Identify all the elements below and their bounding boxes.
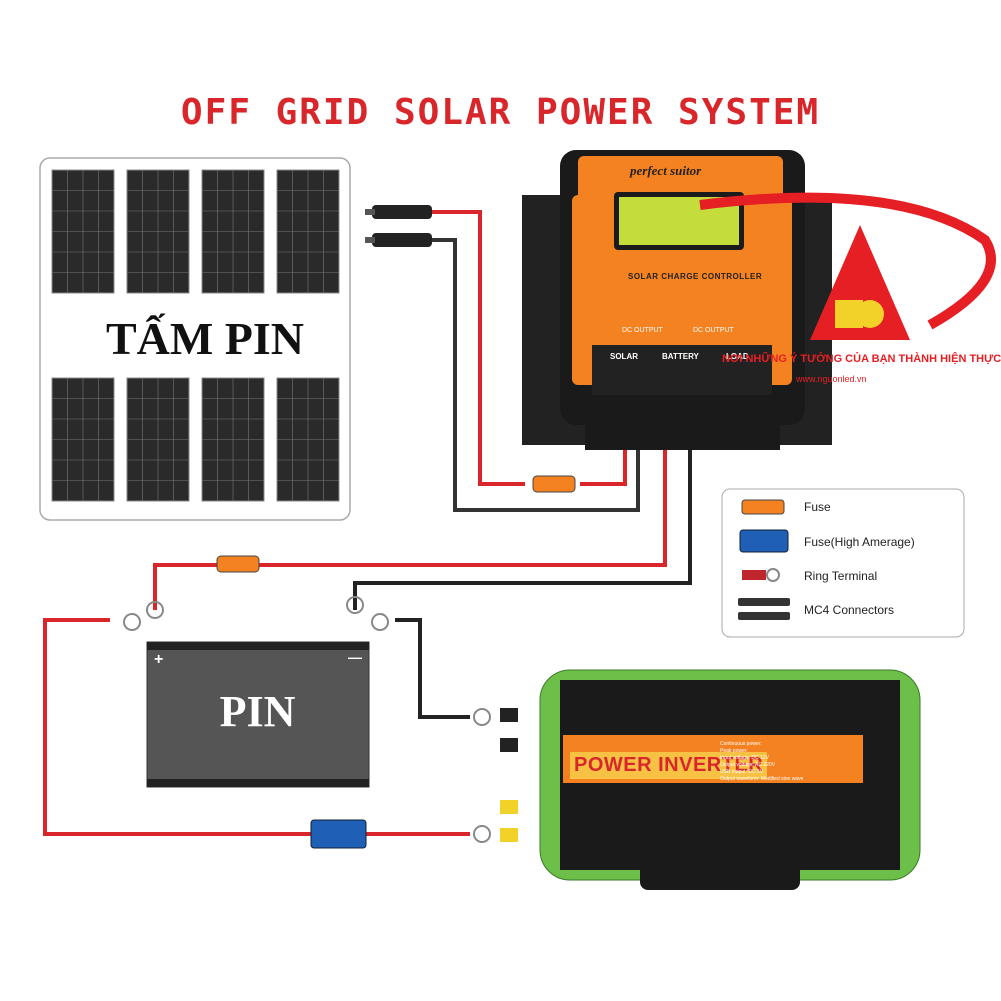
page-title: OFF GRID SOLAR POWER SYSTEM xyxy=(180,92,821,133)
solar-positive-wire xyxy=(430,210,525,486)
inverter-spec-line: Input voltage: DC 12V xyxy=(720,755,769,761)
inverter-label: POWER INVERTER xyxy=(570,752,768,779)
high-amperage-fuse-icon xyxy=(310,819,367,849)
legend-high-fuse: Fuse(High Amerage) xyxy=(804,535,915,549)
inverter-spec-line: Peak power: xyxy=(720,748,748,754)
inverter-specs: Continuous power: Peak power: Input volt… xyxy=(720,741,865,783)
solar-panel-frame xyxy=(39,157,351,521)
battery-label: PIN xyxy=(219,687,296,736)
controller-dc-output-2: DC OUTPUT xyxy=(693,327,734,334)
legend-ring-terminal: Ring Terminal xyxy=(804,569,878,583)
battery-negative: — xyxy=(348,649,362,665)
legend-mc4: MC4 Connectors xyxy=(804,603,895,617)
controller-terminal-load: LOAD xyxy=(726,352,749,361)
controller-terminal-solar: SOLAR xyxy=(610,352,638,361)
legend-fuse: Fuse xyxy=(804,500,831,514)
inverter-spec-line: USB output: DC 5V xyxy=(720,769,764,775)
battery-positive-wire xyxy=(153,395,667,610)
solar-panel-array xyxy=(51,169,340,502)
controller-terminal-battery: BATTERY xyxy=(662,352,699,361)
brand-logo xyxy=(699,192,996,340)
brand-slogan: NƠI NHỮNG Ý TƯỞNG CỦA BẠN THÀNH HIỆN THỰ… xyxy=(722,353,1001,365)
brand-url: www.nguonled.vn xyxy=(796,374,867,384)
fuse-icon xyxy=(216,475,576,573)
battery-positive: + xyxy=(154,651,163,668)
controller-brand: perfect suitor xyxy=(630,163,702,178)
inverter-positive-wire xyxy=(43,618,470,836)
inverter-spec-line: Continuous power: xyxy=(720,741,762,747)
controller-name: SOLAR CHARGE CONTROLLER xyxy=(628,272,763,281)
controller-dc-output-1: DC OUTPUT xyxy=(622,327,663,334)
inverter-negative-wire xyxy=(395,618,470,719)
solar-panel-label: TẤM PIN xyxy=(105,313,305,364)
mc4-connector-icon xyxy=(365,205,432,247)
ring-terminal-icon xyxy=(123,596,491,843)
battery: + — xyxy=(146,641,370,788)
inverter-spec-line: Output waveform: Modified sine wave xyxy=(720,776,804,782)
inverter-spec-line: Output voltage: AC 220V xyxy=(720,762,776,768)
solar-negative-wire xyxy=(430,238,640,512)
inverter-terminals xyxy=(500,708,518,842)
